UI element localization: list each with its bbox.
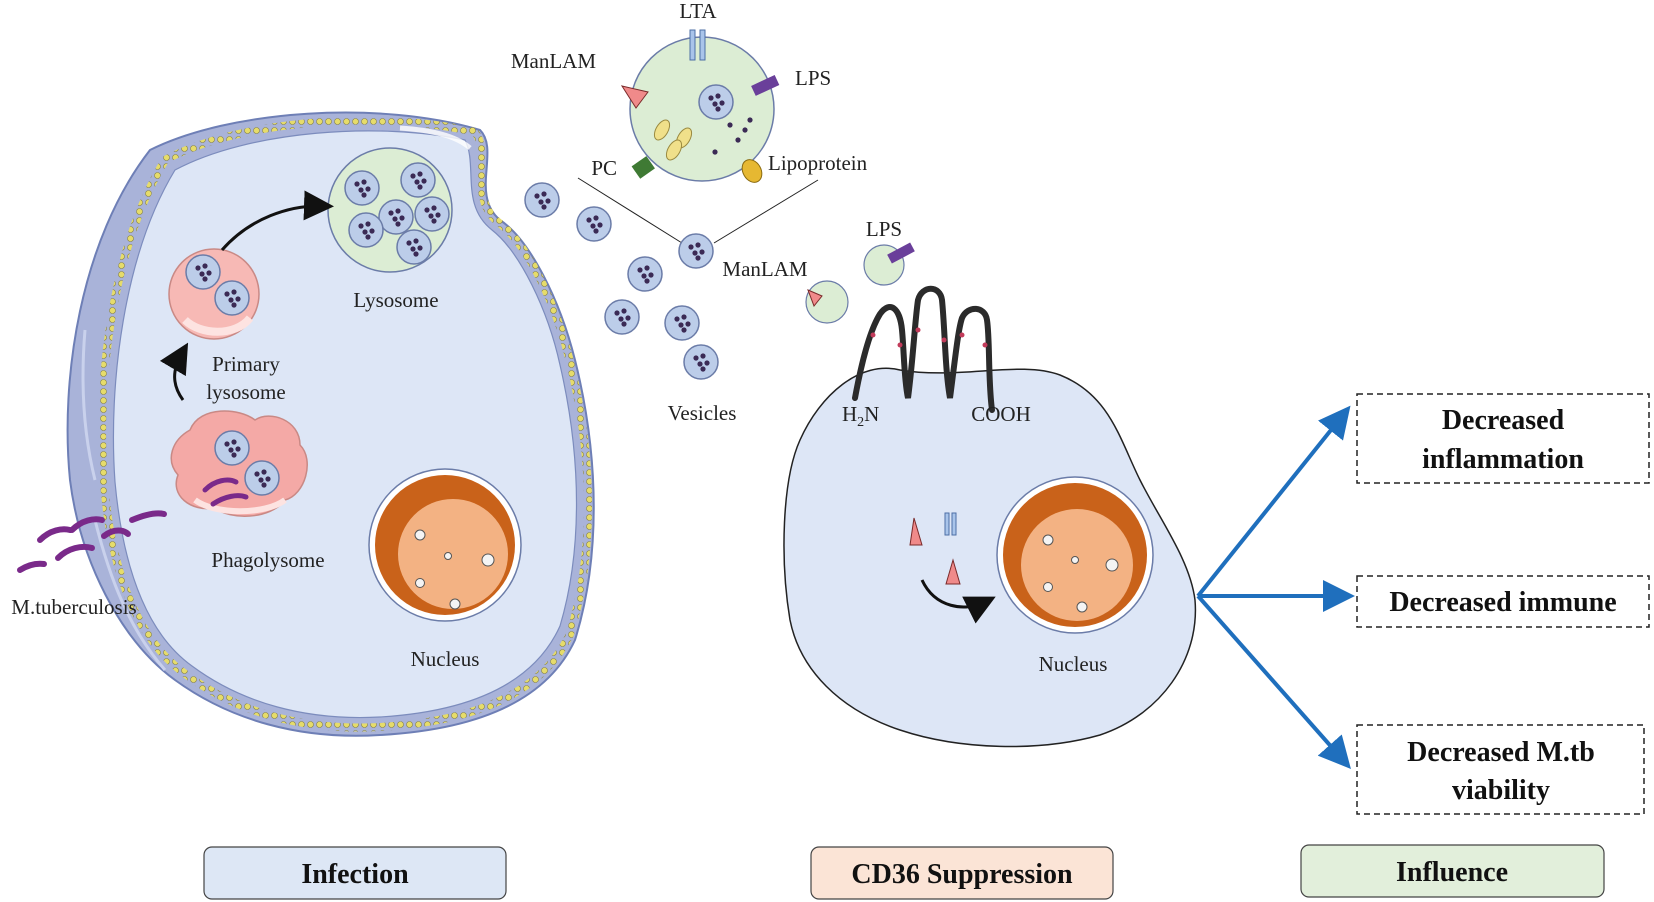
lps-top-label: LPS [795, 66, 831, 90]
manlam-small-label: ManLAM [722, 257, 807, 281]
arrow-to-primary-lysosome [159, 342, 189, 401]
primary-lysosome-label-1: Primary [212, 352, 280, 376]
stage-infection: Infection [203, 846, 507, 900]
primary-lysosome-label-2: lysosome [206, 380, 285, 404]
vesicles-label: Vesicles [668, 401, 737, 425]
nucleus-left [368, 468, 522, 622]
exosome-lps [863, 242, 915, 286]
lysosome-label: Lysosome [353, 288, 438, 312]
stage-influence: Influence [1300, 844, 1605, 898]
outcome-inflammation: Decreased inflammation [1356, 393, 1650, 484]
primary-lysosome [168, 248, 260, 340]
cell-membrane [98, 116, 592, 732]
stage-influence-label: Influence [1396, 857, 1508, 888]
nucleus-right-label: Nucleus [1039, 652, 1108, 676]
m-tuberculosis-label: M.tuberculosis [11, 595, 136, 619]
cooh-label: COOH [971, 402, 1031, 426]
stage-cd36-label: CD36 Suppression [851, 859, 1073, 890]
h2n-sub: 2 [857, 415, 864, 430]
outcome-viability-line2: viability [1452, 775, 1550, 806]
phagolysome [170, 410, 308, 517]
pc-label: PC [591, 156, 617, 180]
outcome-inflammation-line2: inflammation [1422, 444, 1584, 475]
h2n-h: H [842, 402, 857, 426]
lps-small-label: LPS [866, 217, 902, 241]
exosome-manlam [805, 280, 849, 324]
target-cell-body [783, 367, 1197, 748]
outcome-inflammation-line1: Decreased [1442, 405, 1565, 436]
lysosome [327, 147, 453, 273]
arrow-to-lysosome [220, 190, 334, 251]
outcome-immune: Decreased immune [1356, 575, 1650, 628]
outcome-viability-line1: Decreased M.tb [1407, 737, 1595, 768]
arrow-to-nucleus [920, 579, 996, 624]
h2n-n: N [864, 402, 879, 426]
target-cell [783, 367, 1197, 748]
zoom-line-right [713, 179, 819, 244]
phagolysome-label: Phagolysome [211, 548, 324, 572]
outcome-viability: Decreased M.tb viability [1356, 724, 1645, 815]
m-tuberculosis-bacteria [17, 510, 167, 573]
internalized-ligands [909, 512, 961, 585]
outcome-immune-text: Decreased immune [1389, 587, 1616, 618]
nucleus-right [996, 476, 1154, 634]
stage-infection-label: Infection [301, 859, 409, 890]
lipoprotein-label: Lipoprotein [768, 151, 868, 175]
lta-label: LTA [679, 0, 717, 23]
manlam-top-label: ManLAM [511, 49, 596, 73]
stage-cd36: CD36 Suppression [810, 846, 1114, 900]
cd36-receptor [852, 285, 995, 413]
influence-arrows [1196, 405, 1355, 769]
h2n-label: H2N [842, 402, 879, 430]
exosome [620, 29, 780, 183]
zoom-line-left [577, 177, 683, 244]
nucleus-left-label: Nucleus [411, 647, 480, 671]
